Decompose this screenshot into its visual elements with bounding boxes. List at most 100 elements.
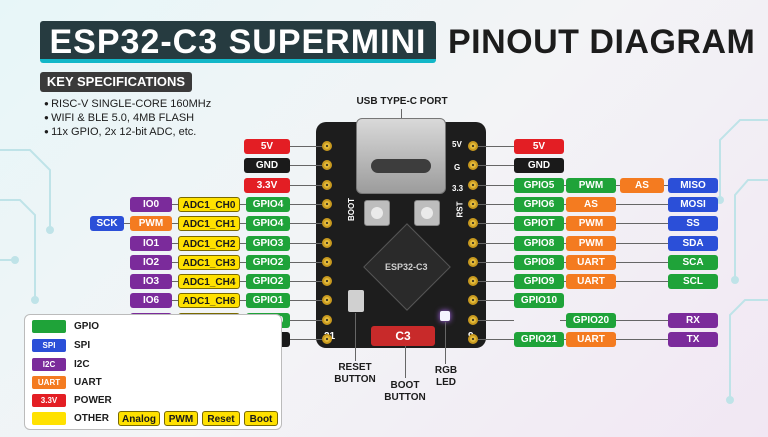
right-pin-9-label-0: GPIO20 (566, 312, 616, 328)
right-pin-7-label-1: UART (566, 274, 616, 290)
c3-marker: C3 (371, 326, 435, 346)
reset-leader (355, 313, 356, 361)
specs-heading: KEY SPECIFICATIONS (40, 72, 192, 92)
right-pin-3-label-1: AS (566, 196, 616, 212)
rgb-led-label: RGB LED (434, 365, 458, 388)
left-pin-4-label-2: PWM (130, 216, 172, 232)
legend-tag-analog: Analog (118, 411, 160, 426)
left-pin-3-label-1: ADC1_CH0 (178, 196, 240, 212)
right-pin-6-label-2: SCA (668, 254, 718, 270)
right-pin-2-label-3: MISO (668, 177, 718, 193)
boot-button (364, 200, 390, 226)
right-pin-line (478, 319, 514, 321)
left-pin-hole (322, 314, 332, 325)
silk-33: 3.3 (452, 184, 464, 193)
left-pin-hole (322, 276, 332, 287)
right-pin-5-label-1: PWM (566, 235, 616, 251)
right-pin-hole (468, 334, 478, 344)
silk-g: G (454, 163, 461, 172)
right-pin-6-label-1: UART (566, 254, 616, 270)
legend-swatch-uart: UART (32, 376, 66, 389)
left-pin-hole (322, 141, 332, 151)
right-pin-1-label-0: GND (514, 158, 564, 174)
right-pin-10-label-0: GPIO21 (514, 332, 564, 347)
left-pin-4-label-1: ADC1_CH1 (178, 216, 240, 232)
legend (24, 314, 282, 430)
left-pin-hole (322, 295, 332, 306)
silk-boot: BOOT (347, 197, 357, 222)
legend-other: OTHER (74, 413, 109, 424)
right-pin-hole (468, 141, 478, 151)
left-pin-5-label-2: IO1 (130, 235, 172, 251)
left-pin-6-label-2: IO2 (130, 254, 172, 270)
right-pin-7-label-0: GPIO9 (514, 274, 564, 290)
right-pin-hole (468, 276, 478, 287)
boot-button-label: BOOT BUTTON (384, 380, 426, 403)
right-pin-3-label-2: MOSI (668, 196, 718, 212)
right-pin-hole (468, 160, 478, 171)
chip-text: ESP32-C3 (385, 262, 428, 272)
right-pin-hole (468, 218, 478, 229)
silk-rst: RST (455, 201, 465, 218)
left-pin-4-label-3: SCK (90, 216, 124, 232)
spec-item: WIFI & BLE 5.0, 4MB FLASH (44, 111, 194, 125)
right-pin-4-label-2: SS (668, 216, 718, 232)
usb-c-connector (356, 118, 446, 194)
right-pin-5-label-0: GPIO8 (514, 235, 564, 251)
right-pin-7-label-2: SCL (668, 274, 718, 290)
right-pin-2-label-0: GPIO5 (514, 177, 564, 193)
rgb-led (440, 311, 450, 321)
rgb-leader (445, 322, 446, 364)
right-pin-line (478, 300, 514, 302)
silk-5v: 5V (452, 140, 462, 149)
legend-power: POWER (74, 395, 112, 406)
reset-button-body (414, 200, 440, 226)
right-pin-line (478, 165, 514, 167)
legend-tag-boot: Boot (244, 411, 278, 426)
left-pin-6-label-0: GPIO2 (246, 254, 290, 270)
usb-leader-line (401, 109, 402, 119)
right-pin-10-label-2: TX (668, 332, 718, 347)
left-pin-0-label-0: 5V (244, 139, 290, 154)
legend-i2c: I2C (74, 359, 90, 370)
right-pin-hole (468, 256, 478, 267)
legend-swatch-gpio (32, 320, 66, 333)
spec-item: RISC-V SINGLE-CORE 160MHz (44, 97, 211, 111)
right-pin-2-label-1: PWM (566, 177, 616, 193)
legend-uart: UART (74, 377, 102, 388)
left-pin-line (290, 223, 322, 225)
left-pin-7-label-2: IO3 (130, 274, 172, 290)
right-pin-hole (468, 179, 478, 190)
left-pin-3-label-0: GPIO4 (246, 196, 290, 212)
left-pin-5-label-0: GPIO3 (246, 235, 290, 251)
reset-button-label: RESET BUTTON (334, 362, 376, 385)
right-pin-5-label-2: SDA (668, 235, 718, 251)
left-pin-line (290, 300, 322, 302)
left-pin-3-label-2: IO0 (130, 196, 172, 212)
left-pin-line (290, 261, 322, 263)
left-pin-2-label-0: 3.3V (244, 177, 290, 193)
left-pin-7-label-0: GPIO2 (246, 274, 290, 290)
left-pin-hole (322, 179, 332, 190)
left-pin-line (290, 146, 322, 147)
right-pin-4-label-1: PWM (566, 216, 616, 232)
right-pin-2-label-2: AS (620, 177, 664, 193)
right-pin-line (478, 203, 514, 205)
reset-switch (348, 290, 364, 312)
right-pin-hole (468, 237, 478, 248)
right-pin-line (478, 281, 514, 283)
right-pin-line (478, 261, 514, 263)
left-pin-8-label-2: IO6 (130, 293, 172, 309)
left-pin-5-label-1: ADC1_CH2 (178, 235, 240, 251)
right-pin-9-label-2: RX (668, 312, 718, 328)
right-pin-3-label-0: GPIO6 (514, 196, 564, 212)
left-pin-6-label-1: ADC1_CH3 (178, 254, 240, 270)
left-pin-line (290, 203, 322, 205)
left-pin-hole (322, 334, 332, 344)
page-title: PINOUT DIAGRAM (448, 23, 756, 61)
legend-spi: SPI (74, 340, 91, 351)
right-pin-hole (468, 295, 478, 306)
legend-tag-pwm: PWM (164, 411, 198, 426)
left-pin-line (290, 319, 322, 321)
